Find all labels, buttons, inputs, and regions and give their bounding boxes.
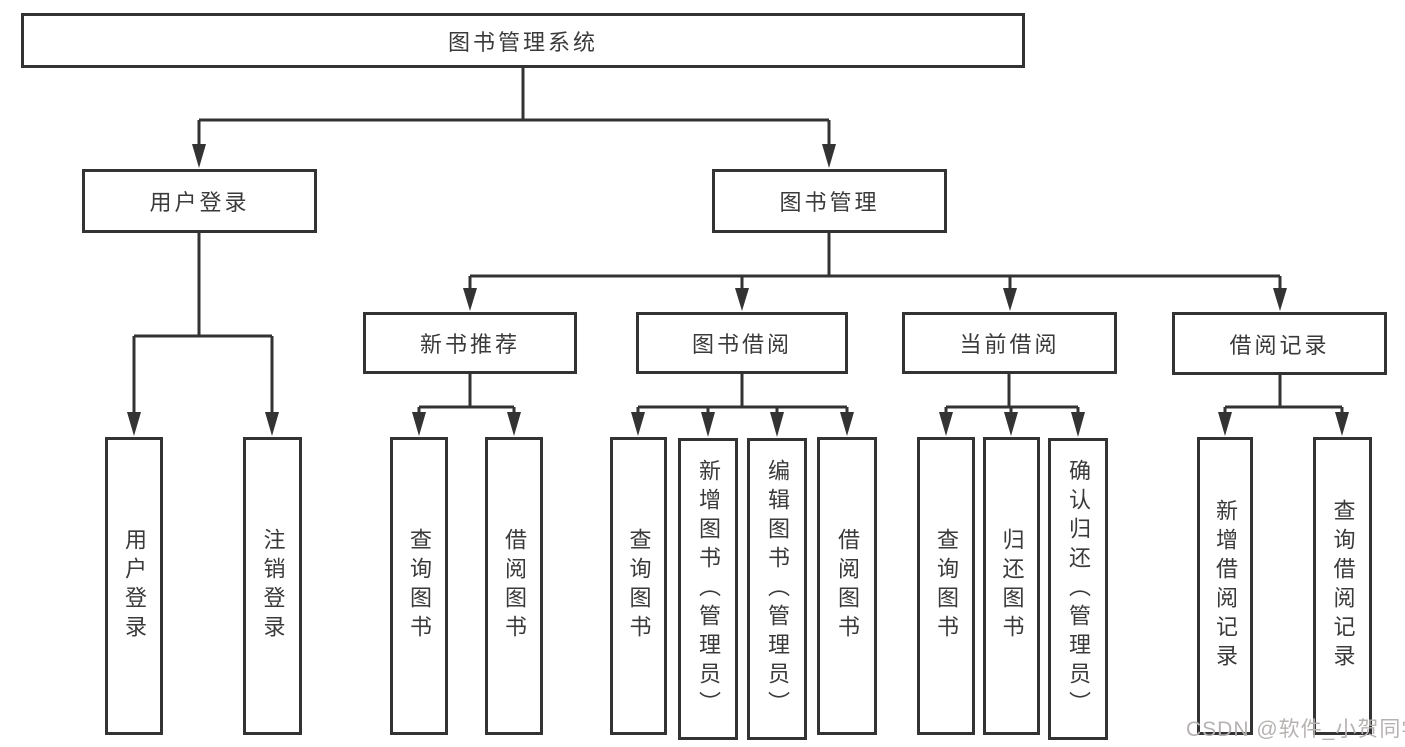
node-root-label: 图书管理系统 bbox=[447, 29, 598, 55]
node-book-management: 图书管理 bbox=[712, 169, 947, 233]
arrow-down-icon bbox=[1335, 412, 1349, 436]
arrow-down-icon bbox=[840, 412, 854, 436]
arrow-down-icon bbox=[939, 412, 953, 436]
node-current-borrow: 当前借阅 bbox=[902, 312, 1117, 374]
node-book-borrow: 图书借阅 bbox=[636, 312, 848, 374]
arrow-down-icon bbox=[463, 288, 477, 311]
arrow-down-icon bbox=[412, 412, 426, 436]
node-new-book-label: 新书推荐 bbox=[419, 332, 520, 357]
node-current-borrow-label: 当前借阅 bbox=[959, 332, 1060, 357]
node-book-borrow-label: 图书借阅 bbox=[691, 332, 792, 357]
leaf-query-borrow-record: 查询借阅记录 bbox=[1313, 437, 1372, 735]
connector-borrow-record bbox=[1218, 375, 1349, 436]
arrow-down-icon bbox=[822, 144, 836, 168]
node-borrow-record-label: 借阅记录 bbox=[1229, 332, 1330, 358]
node-borrow-record: 借阅记录 bbox=[1172, 312, 1387, 375]
arrow-down-icon bbox=[265, 412, 279, 436]
leaf-query-books-1: 查询图书 bbox=[390, 437, 448, 735]
leaf-borrow-books-2: 借阅图书 bbox=[817, 437, 877, 735]
csdn-watermark: CSDN @软件_小贺同学 bbox=[1186, 718, 1405, 741]
connector-book-management bbox=[463, 233, 1287, 311]
leaf-return-books: 归还图书 bbox=[983, 437, 1040, 735]
leaf-add-books-admin: 新增图书（管理员） bbox=[678, 438, 738, 740]
leaf-borrow-books-1: 借阅图书 bbox=[485, 437, 543, 735]
node-new-book: 新书推荐 bbox=[363, 312, 577, 374]
node-user-login-label: 用户登录 bbox=[149, 190, 250, 215]
arrow-down-icon bbox=[1273, 288, 1287, 311]
arrow-down-icon bbox=[735, 288, 749, 311]
arrow-down-icon bbox=[1004, 412, 1018, 436]
connector-user-login bbox=[127, 233, 279, 436]
leaf-logout: 注销登录 bbox=[243, 437, 302, 735]
arrow-down-icon bbox=[127, 412, 141, 436]
connector-root bbox=[192, 68, 836, 168]
node-root: 图书管理系统 bbox=[21, 13, 1025, 68]
leaf-edit-books-admin: 编辑图书（管理员） bbox=[747, 438, 807, 740]
connector-current-borrow bbox=[939, 374, 1085, 437]
node-book-management-label: 图书管理 bbox=[779, 190, 880, 215]
leaf-query-books-2: 查询图书 bbox=[610, 437, 667, 735]
arrow-down-icon bbox=[631, 412, 645, 436]
leaf-query-books-3: 查询图书 bbox=[917, 437, 975, 735]
arrow-down-icon bbox=[1218, 412, 1232, 436]
leaf-add-borrow-record: 新增借阅记录 bbox=[1197, 437, 1253, 735]
arrow-down-icon bbox=[507, 412, 521, 436]
connector-new-book bbox=[412, 374, 521, 436]
arrow-down-icon bbox=[1071, 412, 1085, 437]
node-user-login: 用户登录 bbox=[82, 169, 317, 233]
leaf-user-login: 用户登录 bbox=[105, 437, 163, 735]
arrow-down-icon bbox=[701, 412, 715, 437]
connector-book-borrow bbox=[631, 374, 854, 437]
arrow-down-icon bbox=[770, 412, 784, 437]
leaf-confirm-return-admin: 确认归还（管理员） bbox=[1048, 438, 1108, 740]
arrow-down-icon bbox=[1003, 288, 1017, 311]
arrow-down-icon bbox=[192, 144, 206, 168]
